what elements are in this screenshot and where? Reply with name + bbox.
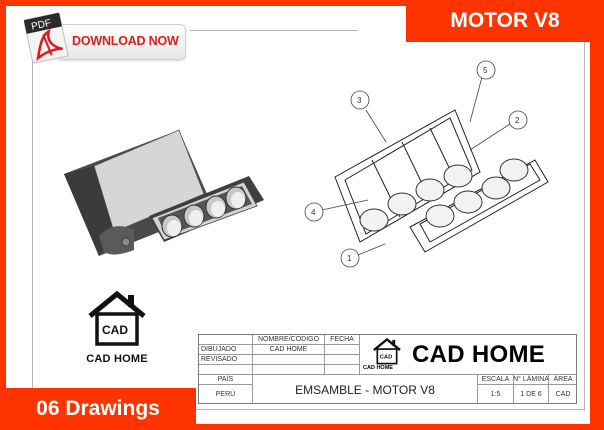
reviewed-by-date: [325, 355, 360, 365]
logo-name: CAD HOME: [86, 353, 148, 365]
engine-block-render: [64, 129, 264, 256]
scale-label: ESCALA: [478, 375, 514, 385]
download-button-label: DOWNLOAD NOW: [72, 34, 179, 48]
house-icon: CAD: [373, 337, 401, 365]
country-value: PERÚ: [199, 385, 253, 404]
pdf-icon: PDF: [23, 12, 69, 64]
frame-border-right: [584, 11, 585, 411]
name-code-header: NOMBRE/CÓDIGO: [253, 335, 325, 345]
svg-text:CAD: CAD: [102, 323, 128, 337]
reviewed-by-name: [253, 355, 325, 365]
svg-text:3: 3: [357, 96, 362, 105]
drawings-count-badge: 06 Drawings: [0, 388, 196, 430]
svg-text:PDF: PDF: [30, 18, 52, 33]
title-block: NOMBRE/CÓDIGO FECHA DIBUJADO CAD HOME RE…: [198, 334, 577, 404]
area-label: ÁREA: [549, 375, 577, 385]
svg-text:CAD: CAD: [380, 355, 393, 361]
frame-border-bottom: [26, 409, 585, 410]
download-button-background: [56, 24, 186, 60]
scale-value: 1:5: [478, 385, 514, 404]
reviewed-by-label: REVISADO: [199, 355, 253, 365]
svg-text:5: 5: [483, 66, 488, 75]
area-value: CAD: [555, 391, 571, 398]
blank-label: [199, 365, 253, 375]
frame-border-top: [190, 30, 358, 31]
svg-text:4: 4: [311, 208, 316, 217]
drawn-by-name: CAD HOME: [253, 345, 325, 355]
sheet-number-label: N° LÁMINA: [514, 375, 549, 385]
title-block-corner: [199, 335, 253, 345]
svg-text:2: 2: [515, 116, 520, 125]
date-header: FECHA: [325, 335, 360, 345]
svg-text:1: 1: [347, 254, 352, 263]
cad-home-logo: CAD CAD HOME: [72, 290, 162, 375]
sheet-number-value: 1 DE 6: [514, 385, 549, 404]
blank-name: [253, 365, 325, 375]
country-label: PAÍS: [199, 375, 253, 385]
drawn-by-date: [325, 345, 360, 355]
drawing-title: EMSAMBLE - MOTOR V8: [253, 375, 478, 404]
title-block-brand-small: CAD HOME: [363, 365, 393, 371]
exploded-assembly-view: 1 2 3 4 5: [304, 60, 549, 268]
frame-border-left: [32, 30, 33, 400]
house-icon: CAD: [88, 290, 146, 346]
blank-date: [325, 365, 360, 375]
title-block-brand: CAD HOME: [412, 341, 546, 368]
page-title-badge: MOTOR V8: [406, 0, 604, 42]
drawn-by-label: DIBUJADO: [199, 345, 253, 355]
title-block-logo: CAD CAD HOME CAD HOME: [360, 335, 577, 375]
download-now-button[interactable]: DOWNLOAD NOW PDF: [20, 10, 186, 64]
